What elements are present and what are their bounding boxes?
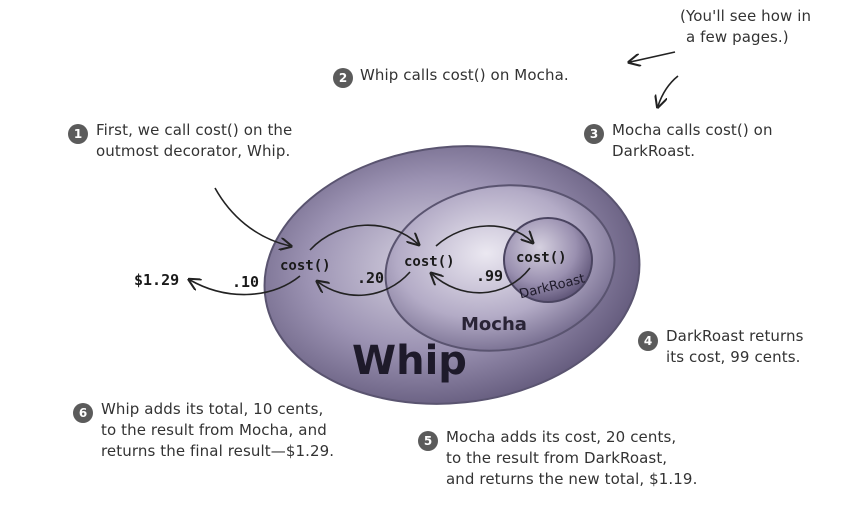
arrow-whip-return — [190, 275, 301, 296]
arrow-aside-down — [658, 75, 679, 106]
step-number-4: 4 — [638, 331, 658, 351]
step-line: to the result from Mocha, and — [101, 421, 327, 439]
darkroast-cost-value: .99 — [476, 267, 503, 285]
step-line: and returns the new total, $1.19. — [446, 470, 698, 488]
step-number-6: 6 — [73, 403, 93, 423]
step-1-note: First, we call cost() on the outmost dec… — [96, 120, 292, 162]
step-5-note: Mocha adds its cost, 20 cents, to the re… — [446, 427, 697, 490]
darkroast-cost-call: cost() — [516, 250, 567, 266]
step-number-2: 2 — [333, 68, 353, 88]
whip-label: Whip — [352, 338, 467, 384]
arrow-whip-to-mocha — [309, 224, 418, 251]
mocha-label: Mocha — [461, 314, 527, 335]
mocha-cost-call: cost() — [404, 254, 455, 270]
step-line: First, we call cost() on the — [96, 121, 293, 139]
arrow-call-whip — [214, 187, 290, 246]
step-line: returns the final result—$1.29. — [101, 442, 335, 460]
step-number-3: 3 — [584, 124, 604, 144]
arrow-darkroast-return — [432, 267, 531, 294]
step-4-note: DarkRoast returns its cost, 99 cents. — [666, 326, 804, 368]
step-line: its cost, 99 cents. — [666, 348, 801, 366]
step-3-note: Mocha calls cost() on DarkRoast. — [612, 120, 773, 162]
step-line: DarkRoast. — [612, 142, 696, 160]
aside-note: (You'll see how in a few pages.) — [680, 6, 811, 48]
step-number-1: 1 — [68, 124, 88, 144]
arrow-mocha-to-darkroast — [435, 225, 532, 247]
whip-cost-value: .10 — [232, 273, 259, 291]
mocha-cost-value: .20 — [357, 269, 384, 287]
step-line: DarkRoast returns — [666, 327, 804, 345]
whip-cost-call: cost() — [280, 258, 331, 274]
arrow-aside-left — [630, 51, 676, 62]
step-line: Mocha adds its cost, 20 cents, — [446, 428, 677, 446]
aside-line: (You'll see how in — [680, 7, 812, 25]
step-line: outmost decorator, Whip. — [96, 142, 291, 160]
step-2-note: Whip calls cost() on Mocha. — [360, 65, 569, 86]
step-6-note: Whip adds its total, 10 cents, to the re… — [101, 399, 334, 462]
step-line: to the result from DarkRoast, — [446, 449, 668, 467]
step-line: Whip adds its total, 10 cents, — [101, 400, 324, 418]
aside-line: a few pages.) — [686, 28, 789, 46]
step-line: Mocha calls cost() on — [612, 121, 773, 139]
final-result-value: $1.29 — [134, 271, 179, 289]
step-line: Whip calls cost() on Mocha. — [360, 66, 569, 84]
arrow-mocha-return — [318, 271, 411, 297]
step-number-5: 5 — [418, 431, 438, 451]
